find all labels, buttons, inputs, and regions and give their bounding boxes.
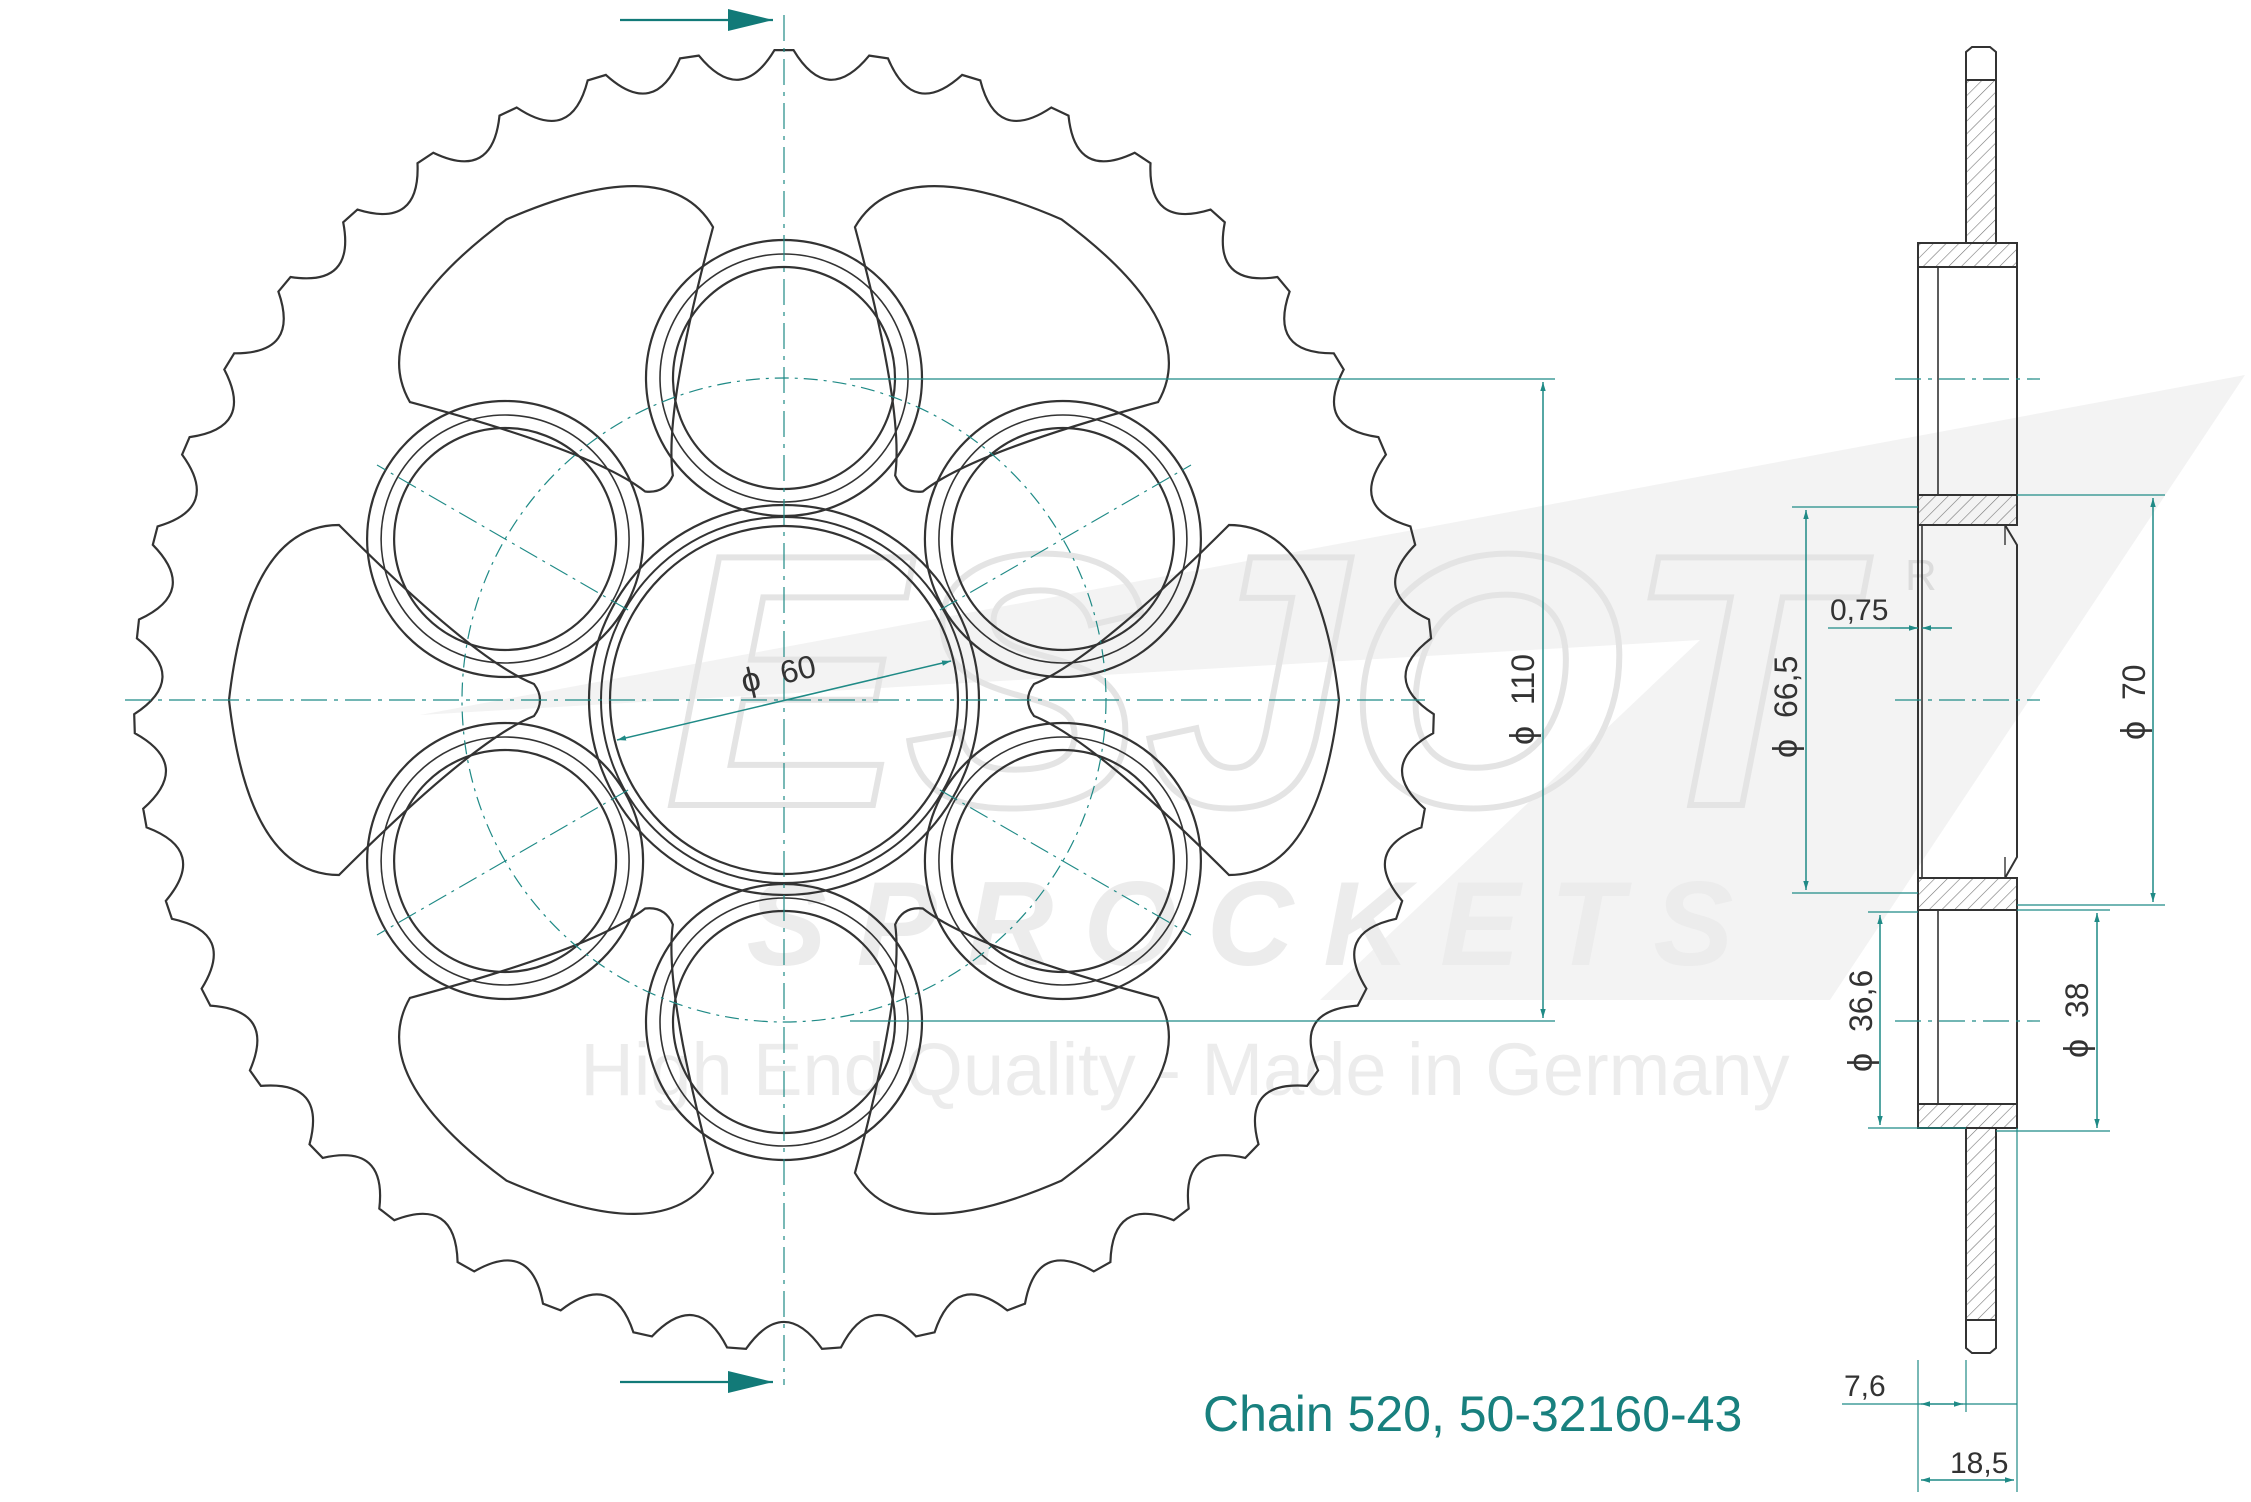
mounting-hole xyxy=(393,426,618,652)
sprocket-side-view: ϕ 66,5 ϕ 70 0,75 ϕ 36,6 ϕ 38 xyxy=(1767,46,2165,1492)
mounting-hole-boss xyxy=(938,414,1188,664)
lightening-lobe xyxy=(398,907,715,1215)
dim-bore-line xyxy=(616,660,952,741)
dim-38-phi: ϕ xyxy=(2058,1039,2096,1058)
dim-110-label: ϕ 110 xyxy=(1504,654,1542,745)
dim-38-value: 38 xyxy=(2059,982,2095,1018)
side-web-bottom-body xyxy=(1917,909,2018,1105)
dim-366-label: ϕ 36,6 xyxy=(1842,970,1880,1072)
mounting-hole-boss xyxy=(938,736,1188,986)
dim-38-label: ϕ 38 xyxy=(2058,982,2096,1058)
watermark-brand: ESJOT xyxy=(665,480,1873,882)
watermark-swoosh xyxy=(420,375,2245,1000)
hole-centerline xyxy=(939,464,1192,611)
lightening-lobe xyxy=(853,185,1170,493)
side-hub-bottom-section xyxy=(1917,877,2018,911)
lightening-cutouts xyxy=(227,185,1341,1215)
dim-70-phi: ϕ xyxy=(2115,721,2153,740)
side-tooth-bottom-section xyxy=(1965,1127,1997,1321)
lightening-lobe xyxy=(227,523,542,877)
side-tooth-top-section xyxy=(1965,79,1997,244)
hole-centerline xyxy=(376,464,629,611)
hole-centerlines xyxy=(376,464,1192,936)
mounting-hole-boss xyxy=(923,721,1203,1001)
watermark-registered: R xyxy=(1905,551,1937,600)
dim-075-value: 0,75 xyxy=(1830,594,1888,627)
side-hub-top-section xyxy=(1917,494,2018,526)
mounting-hole-boss xyxy=(923,399,1203,679)
mounting-hole xyxy=(393,748,618,974)
lightening-lobe xyxy=(853,907,1170,1215)
dim-70-label: ϕ 70 xyxy=(2115,664,2153,740)
hole-centerline xyxy=(939,789,1192,936)
dim-110-phi: ϕ xyxy=(1504,726,1542,745)
side-tooth-top xyxy=(1965,46,1997,81)
lightening-lobe xyxy=(1026,523,1341,877)
section-arrowhead-top xyxy=(728,9,773,31)
lightening-lobe xyxy=(398,185,715,493)
watermark-tagline: High End Quality - Made in Germany xyxy=(580,1028,1789,1111)
mounting-hole xyxy=(950,426,1176,652)
dim-bore-value: 60 xyxy=(776,648,819,691)
mounting-hole xyxy=(950,748,1176,974)
side-tooth-bottom xyxy=(1965,1319,1997,1354)
dim-665-label: ϕ 66,5 xyxy=(1767,656,1805,758)
dim-665-phi: ϕ xyxy=(1767,739,1805,758)
dim-76-value: 7,6 xyxy=(1844,1370,1886,1403)
mounting-hole-boss xyxy=(366,399,645,679)
section-arrowhead-bottom xyxy=(728,1371,773,1393)
chain-part-caption: Chain 520, 50-32160-43 xyxy=(1203,1386,1743,1442)
side-web-top-section xyxy=(1917,242,2018,268)
dim-665-value: 66,5 xyxy=(1768,656,1804,718)
mounting-hole-boss xyxy=(366,721,645,1001)
mounting-hole-boss xyxy=(380,414,630,664)
mounting-hole-boss xyxy=(380,736,630,986)
dim-366-phi: ϕ xyxy=(1842,1053,1880,1072)
dim-110-value: 110 xyxy=(1505,654,1541,705)
dim-185-value: 18,5 xyxy=(1950,1447,2008,1480)
sprocket-teeth-outline xyxy=(133,49,1435,1351)
side-web-bottom-section xyxy=(1917,1103,2018,1129)
hole-centerline xyxy=(376,789,629,936)
watermark-subtitle: SPROCKETS xyxy=(747,857,1764,991)
dim-366-value: 36,6 xyxy=(1843,970,1879,1032)
dim-70-value: 70 xyxy=(2116,664,2152,700)
sprocket-front-view: ϕ 60 ϕ 110 xyxy=(125,9,1555,1393)
